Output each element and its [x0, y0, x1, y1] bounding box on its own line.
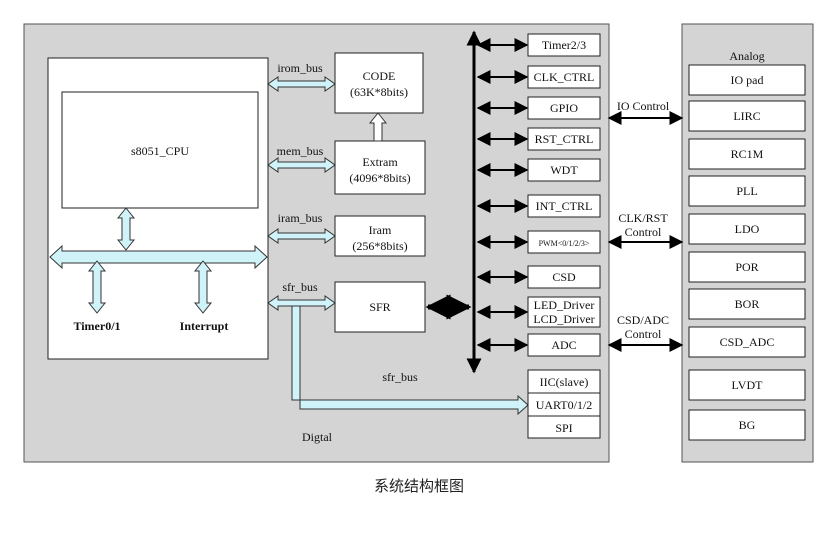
analog-block-label: LIRC	[733, 109, 760, 123]
peripheral-label: PWM<0/1/2/3>	[539, 239, 590, 248]
peripheral-label: ADC	[551, 338, 576, 352]
peripheral-label: LED_Driver	[534, 298, 595, 312]
peripheral-label: LCD_Driver	[533, 312, 594, 326]
interrupt-arrow	[193, 260, 213, 314]
csd-adc-label-1: CSD/ADC	[617, 313, 669, 327]
analog-panel-title: Analog	[729, 49, 764, 63]
irom-bus-label: irom_bus	[277, 61, 323, 75]
io-control-label: IO Control	[617, 99, 670, 113]
peripheral-label: WDT	[550, 163, 578, 177]
irom-bus-arrow	[267, 76, 336, 92]
analog-block	[688, 138, 806, 170]
cpu-memory-buses	[267, 76, 336, 311]
analog-block-label: IO pad	[731, 73, 764, 87]
iram-title: Iram	[369, 223, 392, 237]
sfr-bus-label: sfr_bus	[282, 280, 318, 294]
analog-block	[688, 288, 806, 320]
analog-block-label: RC1M	[731, 147, 764, 161]
iram-bus-label: iram_bus	[278, 211, 323, 225]
code-title: CODE	[363, 69, 396, 83]
clk-rst-label-1: CLK/RST	[618, 211, 668, 225]
uart-label: UART0/1/2	[536, 398, 593, 412]
extram-title: Extram	[362, 155, 398, 169]
serial-block	[527, 369, 601, 439]
figure-caption: 系统结构框图	[374, 477, 464, 495]
peripheral-label: CSD	[552, 270, 576, 284]
cpu-title: s8051_CPU	[131, 144, 189, 158]
sfr-block	[334, 281, 426, 333]
sfr-bus-label-2: sfr_bus	[382, 370, 418, 384]
iram-memory	[334, 215, 426, 257]
analog-block	[688, 64, 806, 96]
analog-block-label: PLL	[736, 184, 757, 198]
interrupt-label: Interrupt	[180, 319, 229, 333]
analog-block	[688, 213, 806, 245]
timer-arrow	[87, 260, 107, 314]
peripheral-label: INT_CTRL	[536, 199, 593, 213]
peripheral-label: CLK_CTRL	[534, 70, 595, 84]
extram-memory	[334, 140, 426, 195]
analog-block	[688, 251, 806, 283]
code-size: (63K*8bits)	[350, 85, 408, 99]
spi-label: SPI	[555, 421, 572, 435]
peripheral-label: RST_CTRL	[535, 132, 594, 146]
s8051-cpu-core	[61, 91, 259, 209]
sfr-bus-arrow	[267, 295, 336, 311]
analog-block-label: BG	[739, 418, 756, 432]
analog-block-label: BOR	[735, 297, 760, 311]
core-bus-arrow	[116, 207, 136, 251]
code-memory	[334, 52, 424, 114]
csd-adc-label-2: Control	[625, 327, 662, 341]
analog-block	[688, 409, 806, 441]
clk-rst-label-2: Control	[625, 225, 662, 239]
peripheral-label: GPIO	[550, 101, 578, 115]
analog-block-label: POR	[735, 260, 758, 274]
analog-block-label: CSD_ADC	[720, 335, 775, 349]
extram-size: (4096*8bits)	[349, 171, 410, 185]
analog-block-label: LDO	[735, 222, 760, 236]
extram-code-arrow	[368, 112, 388, 142]
mem-bus-arrow	[267, 157, 336, 173]
sfr-serial-bus	[291, 305, 529, 416]
cpu-internal-bus	[49, 244, 268, 270]
iram-size: (256*8bits)	[352, 239, 407, 253]
iram-bus-arrow	[267, 228, 336, 244]
timer01-label: Timer0/1	[73, 319, 120, 333]
analog-block-label: LVDT	[732, 378, 764, 392]
mem-bus-label: mem_bus	[277, 144, 324, 158]
iic-label: IIC(slave)	[540, 375, 589, 389]
digital-panel-label: Digtal	[302, 430, 333, 444]
serial-stack: IIC(slave) UART0/1/2 SPI	[527, 369, 601, 439]
analog-block	[688, 100, 806, 132]
analog-block	[688, 369, 806, 401]
peripheral-label: Timer2/3	[542, 38, 586, 52]
analog-block	[688, 326, 806, 358]
sfr-label: SFR	[369, 300, 390, 314]
analog-block	[688, 175, 806, 207]
